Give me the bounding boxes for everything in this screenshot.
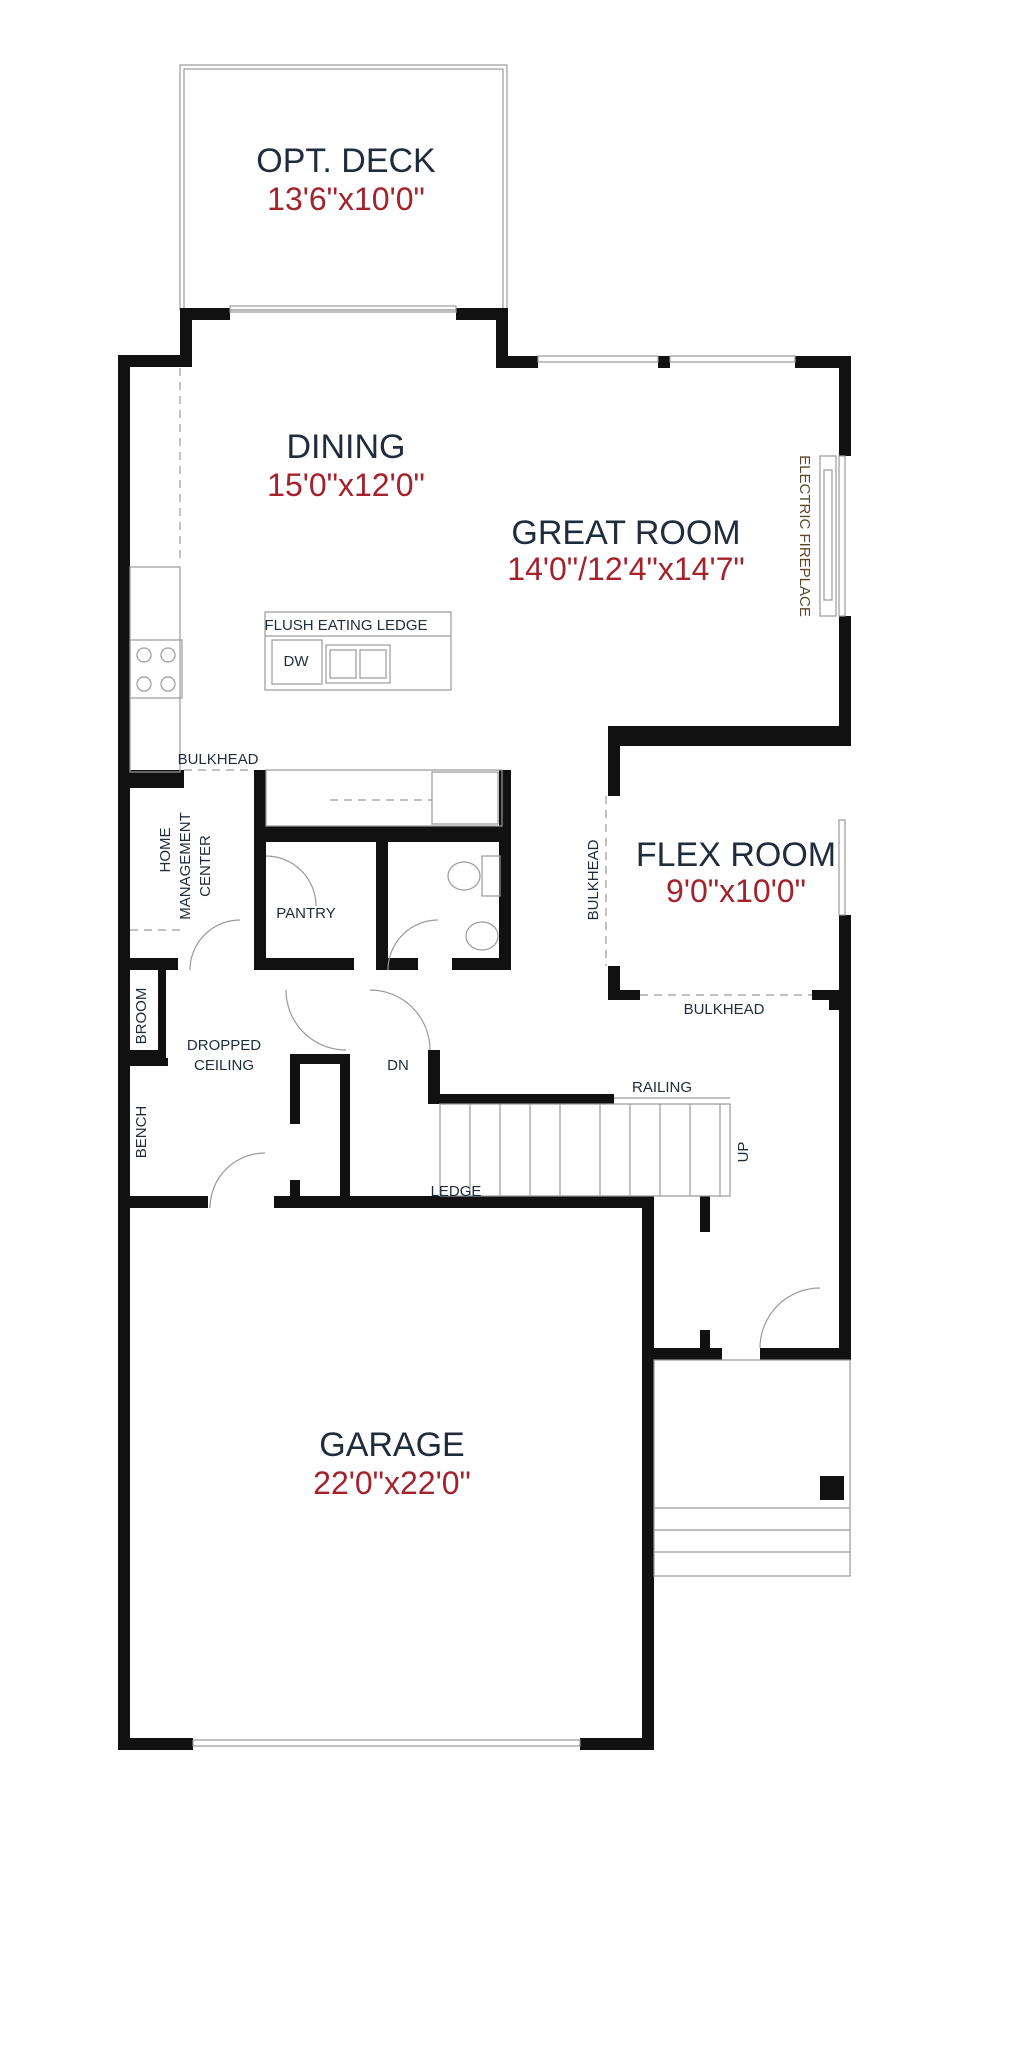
dining-name: DINING bbox=[287, 428, 406, 466]
dining-dims: 15'0"x12'0" bbox=[267, 467, 425, 503]
ledge-label: LEDGE bbox=[431, 1183, 482, 1200]
flush-eating-ledge-label: FLUSH EATING LEDGE bbox=[264, 617, 427, 634]
up-label: UP bbox=[735, 1142, 752, 1163]
broom-label: BROOM bbox=[133, 988, 150, 1045]
front-steps bbox=[653, 1359, 851, 1577]
dw-label: DW bbox=[284, 653, 310, 670]
deck-name: OPT. DECK bbox=[256, 142, 436, 180]
dropped-ceiling-label-2: CEILING bbox=[194, 1057, 254, 1074]
deck-outline bbox=[179, 64, 508, 311]
exterior-walls bbox=[118, 308, 851, 1750]
kitchen-counters bbox=[129, 566, 503, 827]
deck-dims: 13'6"x10'0" bbox=[267, 181, 425, 217]
windows bbox=[192, 305, 846, 1747]
electric-fireplace bbox=[819, 455, 837, 617]
bulkhead-flex-left-label: BULKHEAD bbox=[585, 839, 602, 920]
dn-label: DN bbox=[387, 1057, 409, 1074]
interior-walls bbox=[118, 726, 851, 1360]
home-management-label-1: HOME bbox=[157, 828, 174, 873]
bench-label: BENCH bbox=[133, 1106, 150, 1159]
bulkhead-flex-bottom-label: BULKHEAD bbox=[684, 1001, 765, 1018]
dropped-ceiling-label-1: DROPPED bbox=[187, 1037, 261, 1054]
flex-room-name: FLEX ROOM bbox=[636, 836, 836, 874]
railing-label: RAILING bbox=[632, 1079, 692, 1096]
door-swings bbox=[189, 855, 821, 1349]
bulkhead-kitchen-label: BULKHEAD bbox=[178, 751, 259, 768]
electric-fireplace-label: ELECTRIC FIREPLACE bbox=[796, 455, 813, 617]
stairs bbox=[439, 1097, 731, 1197]
great-room-name: GREAT ROOM bbox=[511, 514, 740, 552]
great-room-dims: 14'0"/12'4"x14'7" bbox=[507, 551, 744, 587]
kitchen-island bbox=[264, 611, 452, 691]
powder-room-fixtures bbox=[447, 855, 501, 951]
dashed-lines bbox=[130, 368, 812, 996]
home-management-label-3: CENTER bbox=[197, 835, 214, 897]
home-management-label-2: MANAGEMENT bbox=[177, 812, 194, 920]
garage-dims: 22'0"x22'0" bbox=[313, 1465, 471, 1501]
garage-name: GARAGE bbox=[319, 1426, 464, 1464]
flex-room-dims: 9'0"x10'0" bbox=[666, 873, 806, 909]
pantry-label: PANTRY bbox=[276, 905, 335, 922]
